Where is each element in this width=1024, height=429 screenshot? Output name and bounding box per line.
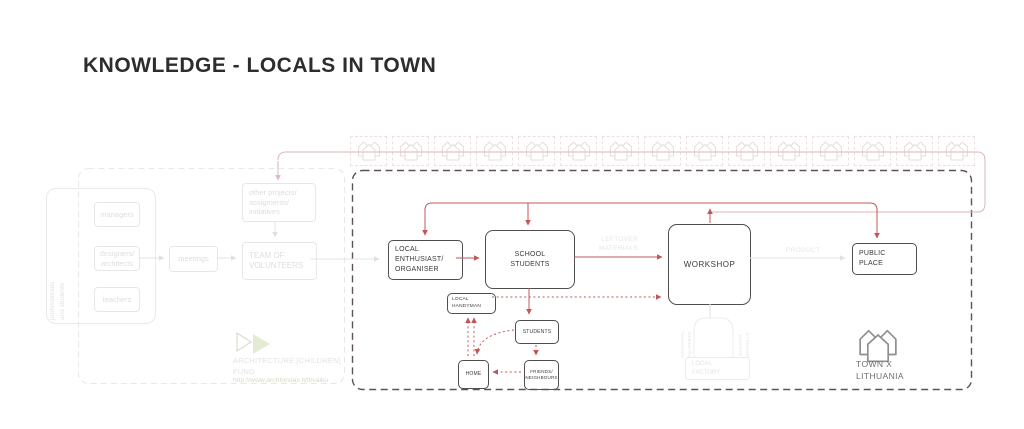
fund-url: http://www.archfondas.lt/lt/vaiku — [233, 377, 329, 384]
town-strip-cell — [770, 136, 807, 166]
houses-icon — [357, 141, 381, 161]
team-label-line1: TEAM OF — [249, 250, 285, 260]
town-strip-cell — [350, 136, 387, 166]
fund-name: ARCHITECTURE [CHILDREN] FUND — [233, 356, 341, 377]
public-place-line2: PLACE — [859, 260, 883, 267]
fund-name-line2: FUND — [233, 366, 255, 376]
product-label: PRODUCT — [786, 247, 820, 256]
houses-icon — [525, 141, 549, 161]
houses-icon — [693, 141, 717, 161]
meetings-label: meetings — [178, 254, 209, 264]
houses-icon — [483, 141, 507, 161]
town-strip-cell — [560, 136, 597, 166]
leftover-line1: LEFTOVER — [601, 236, 638, 243]
addeq-line2: EQUIPMENT — [687, 331, 693, 358]
local-enthusiast-node: LOCAL ENTHUSIAST/ ORGANISER — [388, 240, 463, 280]
houses-icon — [945, 141, 969, 161]
houses-icon — [399, 141, 423, 161]
town-strip-cell — [392, 136, 429, 166]
other-projects-line3: initiatives — [249, 207, 280, 217]
town-strip-cell — [812, 136, 849, 166]
fund-logo-icon — [236, 332, 270, 354]
town-strip-cell — [518, 136, 555, 166]
town-strip — [350, 136, 975, 166]
houses-icon — [777, 141, 801, 161]
red-dotted-arrows — [465, 294, 662, 375]
local-handyman-line1: LOCAL — [452, 296, 469, 302]
lmv-line1: LEFTOVER — [738, 334, 743, 358]
local-handyman-line2: HANDYMAN — [452, 303, 482, 309]
students-label: STUDENTS — [522, 328, 552, 335]
designers-box: designers/ architects — [94, 246, 140, 271]
school-students-line2: STUDENTS — [510, 260, 550, 268]
team-label-line2: VOLUNTEERS — [249, 261, 304, 270]
fund-name-line1: ARCHITECTURE [CHILDREN] — [233, 356, 341, 365]
leftover-materials-label: LEFTOVER MATERIALS — [596, 236, 638, 254]
workshop-label: WORKSHOP — [683, 259, 736, 269]
local-enthusiast-line3: ORGANISER — [395, 265, 439, 273]
professionals-label: professionals and students — [48, 282, 86, 340]
leftover-line2: MATERIALS — [598, 244, 638, 252]
other-projects-line1: other projects/ — [249, 187, 297, 197]
brand-town: TOWN X — [856, 359, 893, 369]
page-title: KNOWLEDGE - LOCALS IN TOWN — [83, 54, 437, 77]
houses-icon — [567, 141, 591, 161]
town-strip-cell — [644, 136, 681, 166]
town-strip-cell — [476, 136, 513, 166]
lmv-line2: MATERIALS — [745, 332, 751, 358]
professionals-label-line2: and students — [58, 282, 66, 320]
workshop-node: WORKSHOP — [668, 224, 751, 305]
home-label: HOME — [465, 371, 482, 377]
town-strip-cell — [938, 136, 975, 166]
friends-neighbours-node: FRIENDS/ NEIGHBOURS — [524, 360, 559, 390]
managers-box: managers — [94, 202, 140, 227]
public-place-node: PUBLIC PLACE — [852, 243, 917, 275]
town-strip-cell — [602, 136, 639, 166]
teachers-box: teachers — [94, 287, 140, 312]
meetings-box: meetings — [169, 246, 218, 272]
public-place-line1: PUBLIC — [859, 250, 886, 258]
houses-icon — [441, 141, 465, 161]
school-students-line1: SCHOOL — [514, 250, 546, 258]
town-strip-cell — [896, 136, 933, 166]
home-node: HOME — [458, 360, 489, 389]
brand-text: TOWN X LITHUANIA — [856, 358, 904, 383]
addeq-line1: ADDITIONAL — [680, 330, 685, 358]
local-enthusiast-line1: LOCAL — [395, 246, 419, 254]
town-strip-cell — [686, 136, 723, 166]
other-projects-box: other projects/ assigments/ initiatives — [242, 183, 316, 222]
town-strip-cell — [854, 136, 891, 166]
houses-icon — [609, 141, 633, 161]
designers-label-line2: architects — [100, 258, 134, 268]
houses-icon — [735, 141, 759, 161]
teachers-label: teachers — [102, 294, 132, 304]
houses-icon — [903, 141, 927, 161]
houses-icon — [819, 141, 843, 161]
town-strip-cell — [434, 136, 471, 166]
town-strip-cell — [728, 136, 765, 166]
students-node: STUDENTS — [515, 320, 559, 344]
houses-icon — [651, 141, 675, 161]
designers-label-line1: designers/ — [99, 248, 135, 258]
brand-country: LITHUANIA — [856, 371, 904, 382]
team-of-volunteers-box: TEAM OF VOLUNTEERS — [242, 242, 317, 280]
other-projects-line2: assigments/ — [249, 197, 290, 207]
leftover-materials-vertical-label: LEFTOVER MATERIALS — [737, 333, 762, 372]
professionals-label-line1: professionals — [49, 281, 56, 320]
friends-line2: NEIGHBOURS — [525, 375, 558, 380]
local-handyman-node: LOCAL HANDYMAN — [447, 293, 496, 314]
managers-label: managers — [100, 209, 134, 219]
houses-icon — [861, 141, 885, 161]
school-students-node: SCHOOL STUDENTS — [485, 230, 575, 289]
product-text: PRODUCT — [786, 247, 821, 254]
additional-equipment-label: ADDITIONAL EQUIPMENT — [679, 331, 706, 372]
local-enthusiast-line2: ENTHUSIAST/ — [395, 256, 444, 264]
